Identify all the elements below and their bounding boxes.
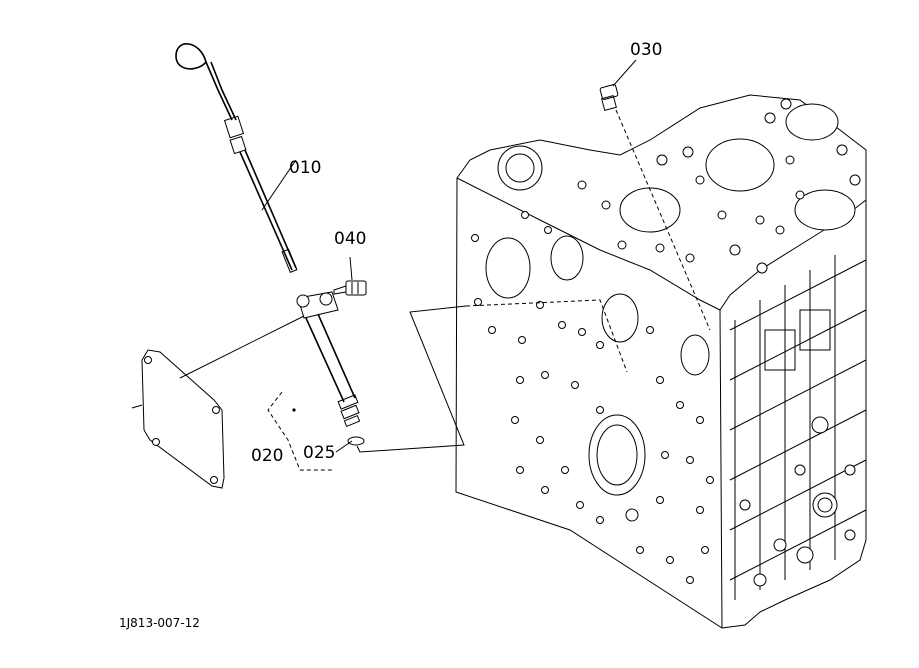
- label-010: 010: [289, 158, 321, 178]
- label-025: 025: [303, 443, 335, 463]
- dipstick-010: [175, 43, 298, 273]
- reference-code: 1J813-007-12: [119, 616, 200, 630]
- label-020: 020: [251, 446, 283, 466]
- engine-block: [455, 94, 867, 629]
- guide-pipe-020: [267, 291, 361, 471]
- plug-030: [599, 84, 619, 111]
- leader-lines: [179, 59, 711, 453]
- o-ring-025: [347, 436, 365, 446]
- cover-plate: [131, 349, 225, 489]
- label-040: 040: [334, 229, 366, 249]
- bolt-040: [333, 280, 367, 296]
- label-030: 030: [630, 40, 662, 60]
